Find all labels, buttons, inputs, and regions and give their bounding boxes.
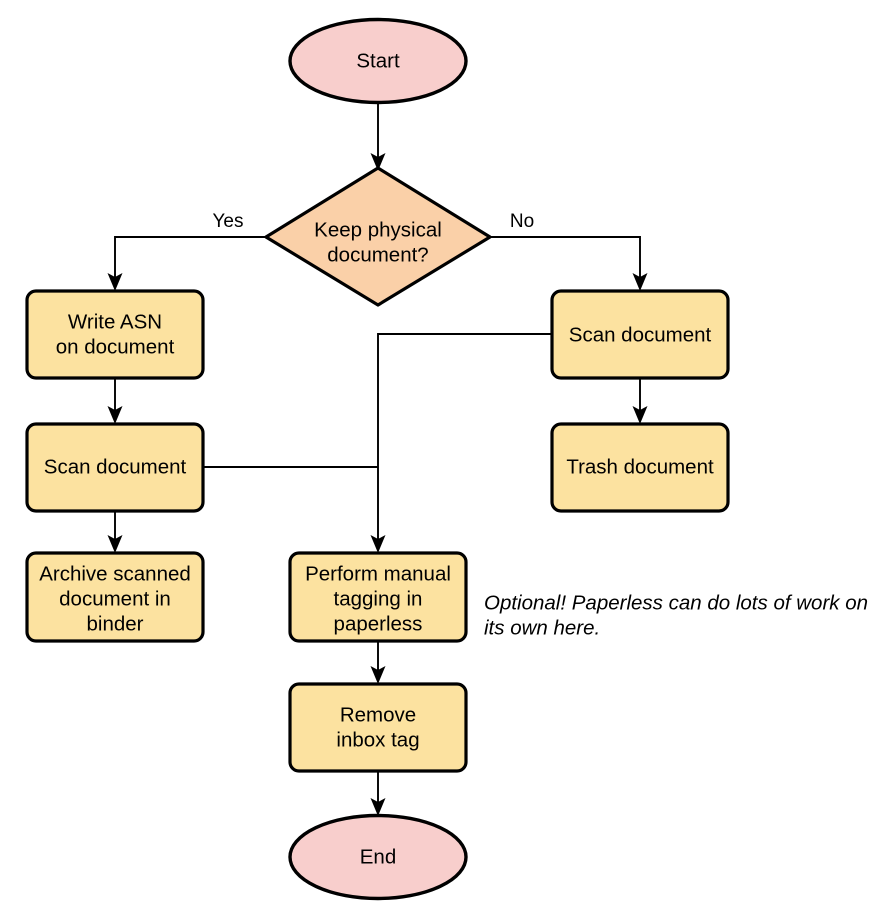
node-write-asn-label-line2: on document — [56, 335, 175, 358]
edge-decision-no-to-scan-right — [490, 236, 648, 291]
edge-label-no: No — [510, 211, 534, 232]
node-remove-inbox-tag-shape[interactable] — [288, 682, 468, 773]
edge-scan-right-to-manual-tagging — [370, 333, 552, 553]
node-scan-document-left-shape[interactable] — [25, 422, 205, 513]
node-write-asn[interactable]: Write ASN on document — [25, 289, 205, 380]
node-keep-physical-document-label-line2: document? — [327, 243, 428, 266]
edge-manual-tagging-to-remove-inbox-tag — [370, 641, 386, 684]
edge-label-yes: Yes — [213, 211, 244, 232]
node-manual-tagging-label-line2: tagging in — [334, 587, 423, 610]
node-end[interactable]: End — [288, 813, 468, 901]
node-start[interactable]: Start — [288, 17, 468, 105]
node-trash-document-shape[interactable] — [550, 422, 730, 513]
node-archive-binder-label-line2: document in — [59, 587, 171, 610]
node-archive-binder-label-line3: binder — [87, 612, 144, 635]
node-scan-document-right-label: Scan document — [569, 323, 712, 346]
node-scan-document-right[interactable]: Scan document — [550, 289, 730, 380]
annotation-optional-note-line2: its own here. — [484, 616, 600, 639]
node-remove-inbox-tag-label-line2: inbox tag — [336, 728, 419, 751]
node-scan-document-right-shape[interactable] — [550, 289, 730, 380]
node-keep-physical-document[interactable]: Keep physical document? — [264, 166, 492, 307]
edge-scan-right-to-trash — [632, 378, 648, 424]
node-archive-binder-label-line1: Archive scanned — [39, 562, 191, 585]
node-start-label: Start — [356, 49, 400, 72]
edge-scan-left-to-archive — [107, 511, 123, 553]
node-scan-document-left[interactable]: Scan document — [25, 422, 205, 513]
node-archive-binder-shape[interactable] — [25, 551, 205, 643]
edge-decision-yes-to-write-asn — [107, 236, 266, 291]
node-keep-physical-document-label-line1: Keep physical — [314, 218, 442, 241]
node-manual-tagging[interactable]: Perform manual tagging in paperless — [288, 551, 468, 643]
node-remove-inbox-tag-label-line1: Remove — [340, 703, 416, 726]
node-manual-tagging-shape[interactable] — [288, 551, 468, 643]
edge-start-to-decision — [370, 103, 386, 171]
node-write-asn-shape[interactable] — [25, 289, 205, 380]
node-manual-tagging-label-line3: paperless — [334, 612, 423, 635]
annotation-optional-note-line1: Optional! Paperless can do lots of work … — [484, 591, 868, 614]
node-end-label: End — [360, 845, 396, 868]
node-keep-physical-document-shape[interactable] — [264, 166, 492, 307]
node-trash-document[interactable]: Trash document — [550, 422, 730, 513]
node-archive-binder[interactable]: Archive scanned document in binder — [25, 551, 205, 643]
edge-write-asn-to-scan-left — [107, 378, 123, 424]
node-end-shape[interactable] — [288, 813, 468, 901]
node-manual-tagging-label-line1: Perform manual — [305, 562, 451, 585]
node-trash-document-label: Trash document — [566, 455, 714, 478]
annotation-optional-note: Optional! Paperless can do lots of work … — [484, 591, 868, 639]
node-remove-inbox-tag[interactable]: Remove inbox tag — [288, 682, 468, 773]
node-scan-document-left-label: Scan document — [44, 455, 187, 478]
edge-remove-inbox-tag-to-end — [370, 770, 386, 816]
node-start-shape[interactable] — [288, 17, 468, 105]
node-write-asn-label-line1: Write ASN — [68, 310, 162, 333]
